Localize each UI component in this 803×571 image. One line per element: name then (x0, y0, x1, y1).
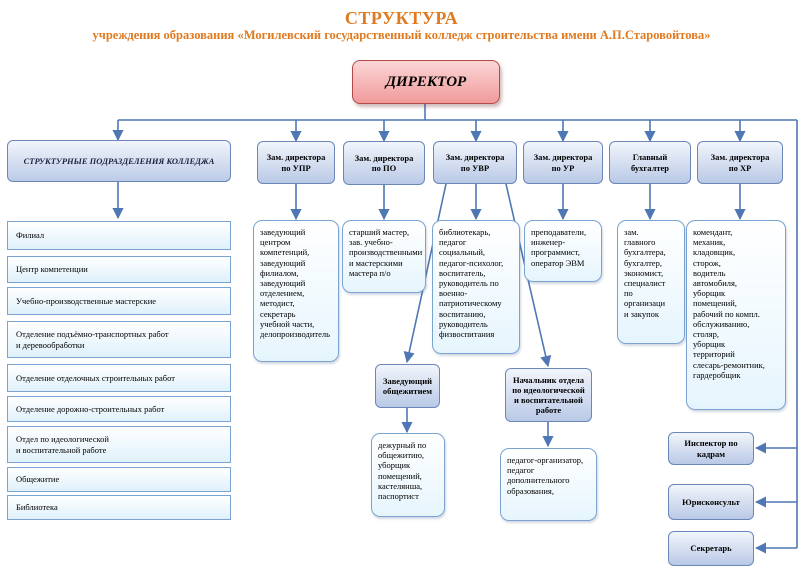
department-item: Отделение дорожно-строительных работ (7, 396, 231, 422)
department-item: Центр компетенции (7, 256, 231, 283)
deputy-upr-box: Зам. директора по УПР (257, 141, 335, 184)
upr-staff-list: заведующий центром компетенций, заведующ… (253, 220, 339, 362)
ideology-head-box: Начальник отдела по идеологической и вос… (505, 368, 592, 422)
deputy-hr-box: Зам. директора по ХР (697, 141, 783, 184)
department-item: Филиал (7, 221, 231, 250)
legal-adviser-box: Юрисконсульт (668, 484, 754, 520)
uvr-staff-list: библиотекарь, педагог социальный, педаго… (432, 220, 520, 354)
dorm-head-box: Заведующий общежитием (375, 364, 440, 408)
department-item: Общежитие (7, 467, 231, 492)
chart-subtitle: учреждения образования «Могилевский госу… (92, 28, 711, 42)
department-item: Отдел по идеологической и воспитательной… (7, 426, 231, 463)
chart-title: СТРУКТУРА (344, 8, 459, 28)
deputy-ur-box: Зам. директора по УР (523, 141, 603, 184)
secretary-box: Секретарь (668, 531, 754, 566)
po-staff-list: старший мастер, зав. учебно- производств… (342, 220, 426, 293)
departments-header: СТРУКТУРНЫЕ ПОДРАЗДЕЛЕНИЯ КОЛЛЕДЖА (7, 140, 231, 182)
dorm-staff-list: дежурный по общежитию, уборщик помещений… (371, 433, 445, 517)
department-item: Библиотека (7, 495, 231, 520)
chief-accountant-box: Главный бухгалтер (609, 141, 691, 184)
department-item: Отделение подъёмно-транспортных работ и … (7, 321, 231, 358)
director-box: ДИРЕКТОР (352, 60, 500, 104)
hr-staff-list: комендант, механик, кладовщик, сторож, в… (686, 220, 786, 410)
ideology-staff-list: педагог-организатор, педагог дополнитель… (500, 448, 597, 521)
ur-staff-list: преподаватели, инженер- программист, опе… (524, 220, 602, 282)
hr-inspector-box: Инспектор по кадрам (668, 432, 754, 465)
accounting-staff-list: зам. главного бухгалтера, бухгалтер, эко… (617, 220, 685, 344)
deputy-uvr-box: Зам. директора по УВР (433, 141, 517, 184)
department-item: Учебно-производственные мастерские (7, 287, 231, 315)
department-item: Отделение отделочных строительных работ (7, 364, 231, 392)
deputy-po-box: Зам. директора по ПО (343, 141, 425, 185)
